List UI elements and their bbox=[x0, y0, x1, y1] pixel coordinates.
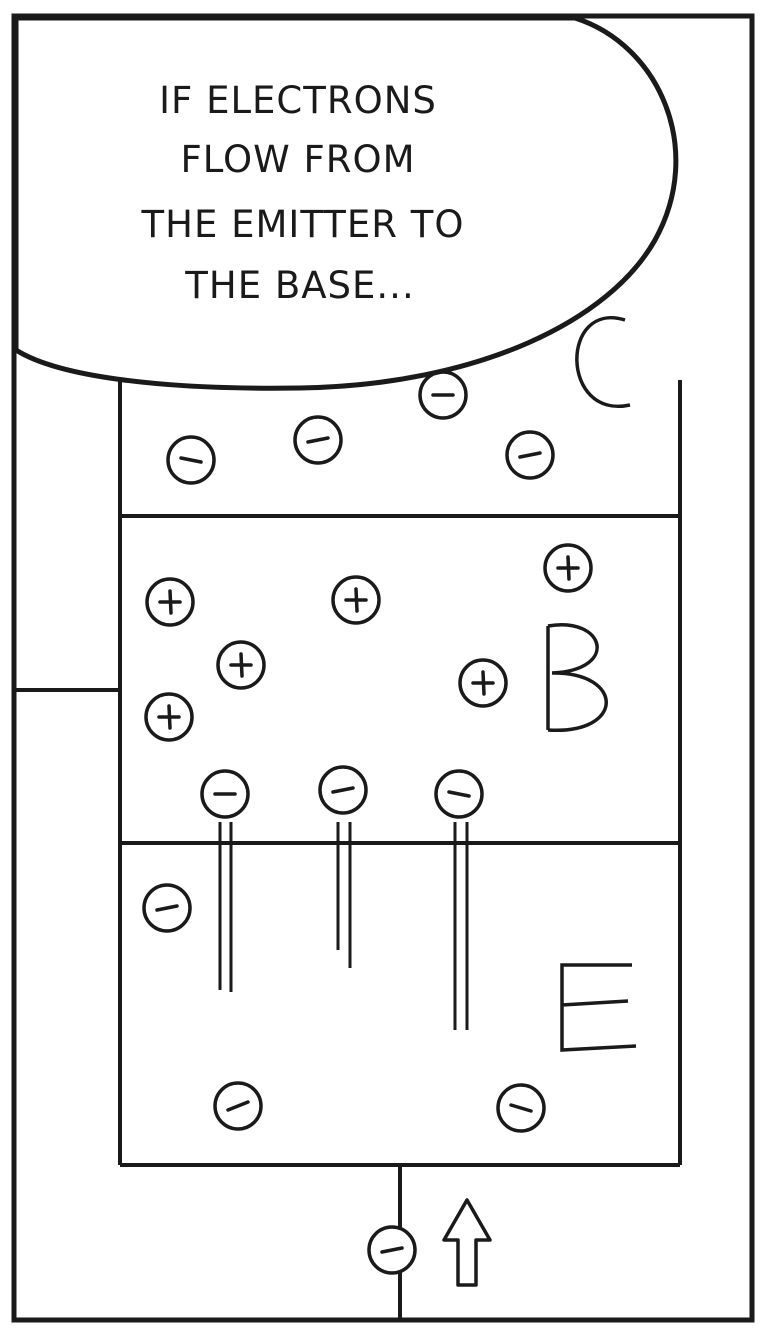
base-letter-shape bbox=[548, 625, 606, 731]
collector-charges bbox=[168, 417, 553, 483]
hole-base-1 bbox=[147, 579, 193, 625]
hidden-electron bbox=[420, 372, 466, 418]
up-arrow-icon bbox=[444, 1200, 490, 1285]
emitter-letter-shape bbox=[562, 965, 636, 1050]
base-charges bbox=[146, 545, 591, 817]
electron-base-2 bbox=[320, 767, 366, 813]
electron-base-3 bbox=[436, 771, 482, 817]
hole-base-5 bbox=[460, 660, 506, 706]
hole-base-3 bbox=[545, 545, 591, 591]
electron-base-1 bbox=[202, 771, 248, 817]
region-letters bbox=[548, 318, 636, 1050]
electron-emitter-3 bbox=[498, 1085, 544, 1131]
hole-base-6 bbox=[146, 694, 192, 740]
base-label: B bbox=[0, 0, 1, 1]
emitter-charges bbox=[144, 885, 544, 1273]
electron-collector-1 bbox=[168, 437, 214, 483]
electron-trails bbox=[220, 822, 467, 1030]
electron-collector-4 bbox=[420, 372, 466, 418]
speech-line-4: THE BASE... bbox=[184, 264, 414, 307]
electron-wire bbox=[369, 1227, 415, 1273]
speech-line-2: FLOW FROM bbox=[180, 138, 415, 181]
collector-letter-shape bbox=[577, 318, 630, 407]
emitter-label: E bbox=[0, 0, 1, 1]
speech-line-1: IF ELECTRONS bbox=[159, 79, 437, 122]
speech-bubble: IF ELECTRONS FLOW FROM THE EMITTER TO TH… bbox=[16, 18, 676, 388]
electron-collector-2 bbox=[295, 417, 341, 463]
hole-base-2 bbox=[333, 577, 379, 623]
electron-emitter-1 bbox=[144, 885, 190, 931]
speech-line-3: THE EMITTER TO bbox=[141, 203, 465, 246]
hole-base-4 bbox=[218, 642, 264, 688]
electron-collector-3 bbox=[507, 432, 553, 478]
transistor-layers bbox=[16, 380, 680, 1322]
electron-emitter-2 bbox=[215, 1083, 261, 1129]
collector-label: C bbox=[0, 0, 1, 1]
